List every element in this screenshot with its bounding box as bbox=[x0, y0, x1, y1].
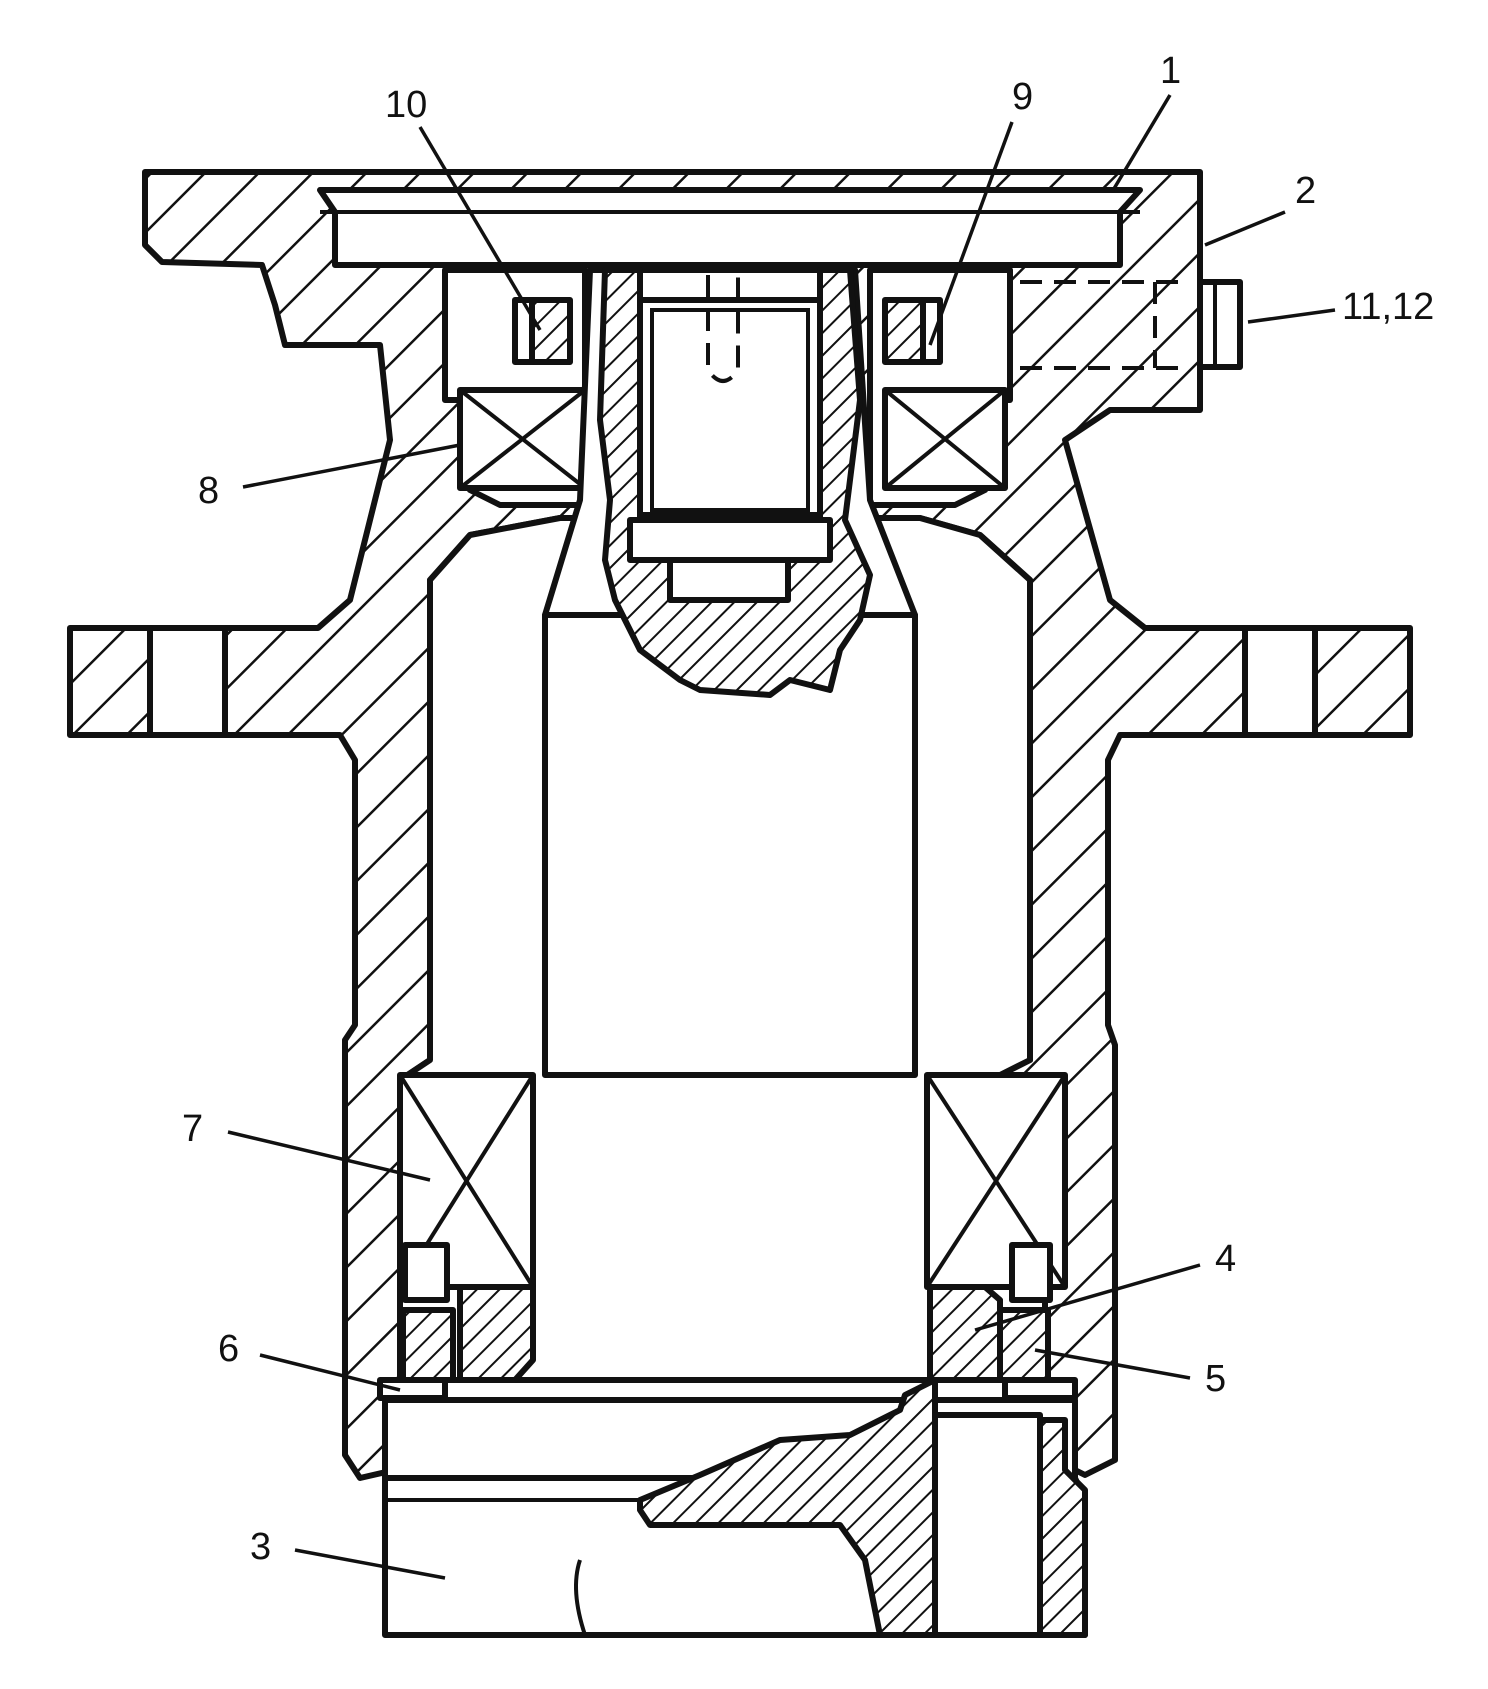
bolt-head bbox=[1197, 279, 1243, 370]
callout-4: 4 bbox=[1215, 1238, 1237, 1280]
callout-8: 8 bbox=[198, 470, 220, 512]
callout-6: 6 bbox=[218, 1328, 240, 1370]
seal-ring-right-outer bbox=[920, 297, 943, 365]
leader-9 bbox=[928, 121, 1014, 346]
flange-rib-right bbox=[1312, 625, 1413, 738]
callout-3: 3 bbox=[250, 1526, 272, 1568]
callout-1: 1 bbox=[1160, 50, 1182, 92]
callout-5: 5 bbox=[1205, 1358, 1227, 1400]
drive-hub-cutline-2 bbox=[574, 1559, 587, 1636]
leader-5 bbox=[1034, 1348, 1191, 1380]
bolt-dashed bbox=[1020, 280, 1178, 370]
leader-6 bbox=[259, 1353, 401, 1392]
shaft-pin-dashed bbox=[706, 275, 740, 383]
callout-2: 2 bbox=[1295, 170, 1317, 212]
shaft-lower bbox=[542, 612, 918, 1078]
shaft-pin-pocket bbox=[637, 297, 823, 518]
callout-7: 7 bbox=[182, 1108, 204, 1150]
leader-11-12 bbox=[1247, 308, 1336, 324]
callout-10: 10 bbox=[385, 84, 428, 126]
leader-2 bbox=[1204, 210, 1286, 247]
leader-4 bbox=[974, 1263, 1201, 1332]
leader-7 bbox=[227, 1130, 431, 1182]
shaft-pin-pocket-inner bbox=[650, 308, 810, 512]
flange-rib-left bbox=[67, 625, 153, 738]
leader-1 bbox=[1110, 94, 1172, 193]
lower-spacer-left bbox=[457, 1284, 536, 1383]
leader-3 bbox=[294, 1548, 446, 1580]
leader-8 bbox=[242, 443, 461, 489]
callout-9: 9 bbox=[1012, 76, 1034, 118]
shaft-collar-lower bbox=[667, 557, 791, 603]
lock-ring-right bbox=[1009, 1242, 1053, 1303]
lock-ring-left bbox=[402, 1242, 450, 1303]
callout-11-12: 11,12 bbox=[1342, 286, 1435, 328]
flange-hole-left bbox=[147, 625, 228, 738]
drive-hub-bore bbox=[932, 1412, 1043, 1638]
leader-10 bbox=[418, 126, 542, 331]
